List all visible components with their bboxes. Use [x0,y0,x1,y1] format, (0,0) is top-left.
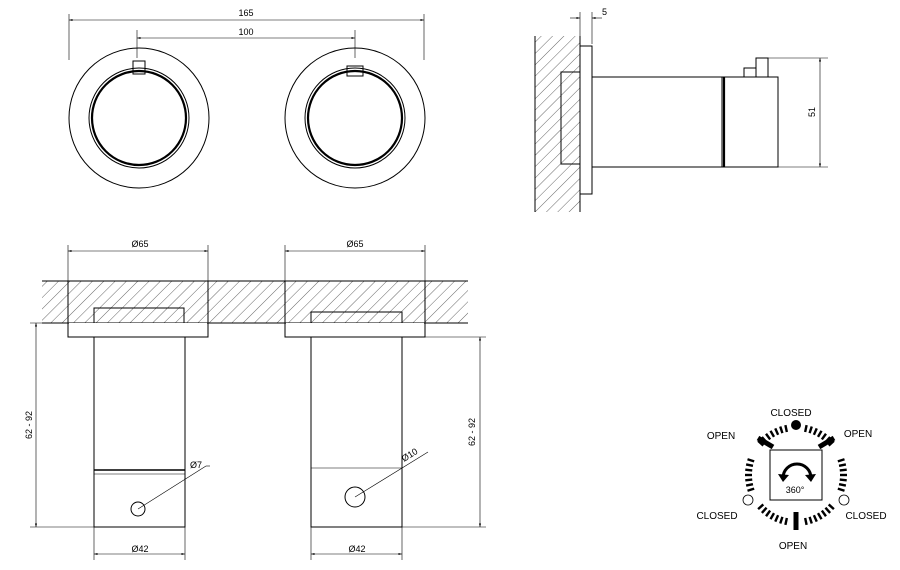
rotation-tick [757,439,765,447]
right-hole-diameter-label: Ø10 [400,446,420,463]
rotation-tick [820,509,827,517]
center-distance-label: 100 [238,27,253,37]
rotation-tick [827,439,835,447]
front-view: 165 100 [68,8,426,189]
right-unit-section: Ø10 Ø65 Ø42 62 - 92 [284,239,486,560]
rotation-tick [803,424,808,433]
rotation-tick [760,506,768,514]
left-plate-diameter-label: Ø65 [131,239,148,249]
right-depth-range-label: 62 - 92 [467,418,477,446]
rotation-tick [779,426,784,434]
left-unit-section: Ø7 Ø65 Ø42 62 - 92 [24,239,210,560]
label-closed-lower-left: CLOSED [696,511,737,522]
rotation-tick [765,433,772,441]
rotation-tick [837,458,845,463]
left-body-diameter-label: Ø42 [131,544,148,554]
rotation-box [769,449,823,501]
label-open-bottom: OPEN [779,541,807,552]
rotation-tick [838,463,847,468]
rotation-tick [769,430,776,438]
left-hole-diameter-label: Ø7 [190,460,202,470]
rotation-tick [765,509,772,517]
rotation-tick [839,468,847,472]
rotation-tick [824,506,832,514]
left-depth-range-label: 62 - 92 [24,411,34,439]
height-label: 51 [807,107,817,117]
rotation-tick [745,463,754,468]
rotation-tick [745,482,754,487]
rotation-tick [747,458,755,463]
plate-thickness-label: 5 [602,7,607,17]
rotation-tick [808,516,813,524]
right-plate-diameter-label: Ø65 [346,239,363,249]
closed-marker-lower-right [838,494,850,506]
rotation-diagram: 360° CLOSED OPEN OPEN CLOSED CLOSED OPEN [696,408,886,552]
right-body-diameter-label: Ø42 [348,544,365,554]
rotation-tick [745,478,753,482]
rotation-tick [803,517,808,526]
section-view: Ø7 Ø65 Ø42 62 - 92 [24,239,486,560]
open-marker-upper-right [817,435,836,450]
rotation-tick [784,517,789,526]
rotation-tick [820,433,827,441]
rotation-tick [816,512,823,520]
rotation-tick [745,468,753,472]
label-open-upper-left: OPEN [707,431,735,442]
rotation-tick [774,427,780,436]
rotation-tick [816,430,823,438]
closed-marker-lower-left [742,494,754,506]
wall-section [535,36,580,212]
rotation-tick [784,424,789,433]
closed-marker-top [791,420,801,430]
rotation-tick [808,426,813,434]
wall-band [42,281,468,323]
rotation-tick [747,487,755,492]
right-rosette-front [284,47,426,189]
rotation-tick [757,503,765,511]
label-closed-top: CLOSED [770,408,811,419]
left-rosette-front [68,47,210,189]
rotation-tick [837,487,845,492]
label-open-upper-right: OPEN [844,429,872,440]
side-view: 5 51 [534,7,828,212]
rotation-tick [838,482,847,487]
rotation-tick [827,503,835,511]
label-closed-lower-right: CLOSED [845,511,886,522]
rotation-tick [779,516,784,524]
rotation-arrow-icon [781,462,813,479]
open-marker-upper-left [756,435,775,450]
rotation-tick [769,512,776,520]
rotation-tick [812,514,818,523]
rotation-tick [774,514,780,523]
overall-width-label: 165 [238,8,253,18]
rotation-tick [812,427,818,436]
rotation-value: 360° [786,485,805,495]
rotation-tick [839,478,847,482]
